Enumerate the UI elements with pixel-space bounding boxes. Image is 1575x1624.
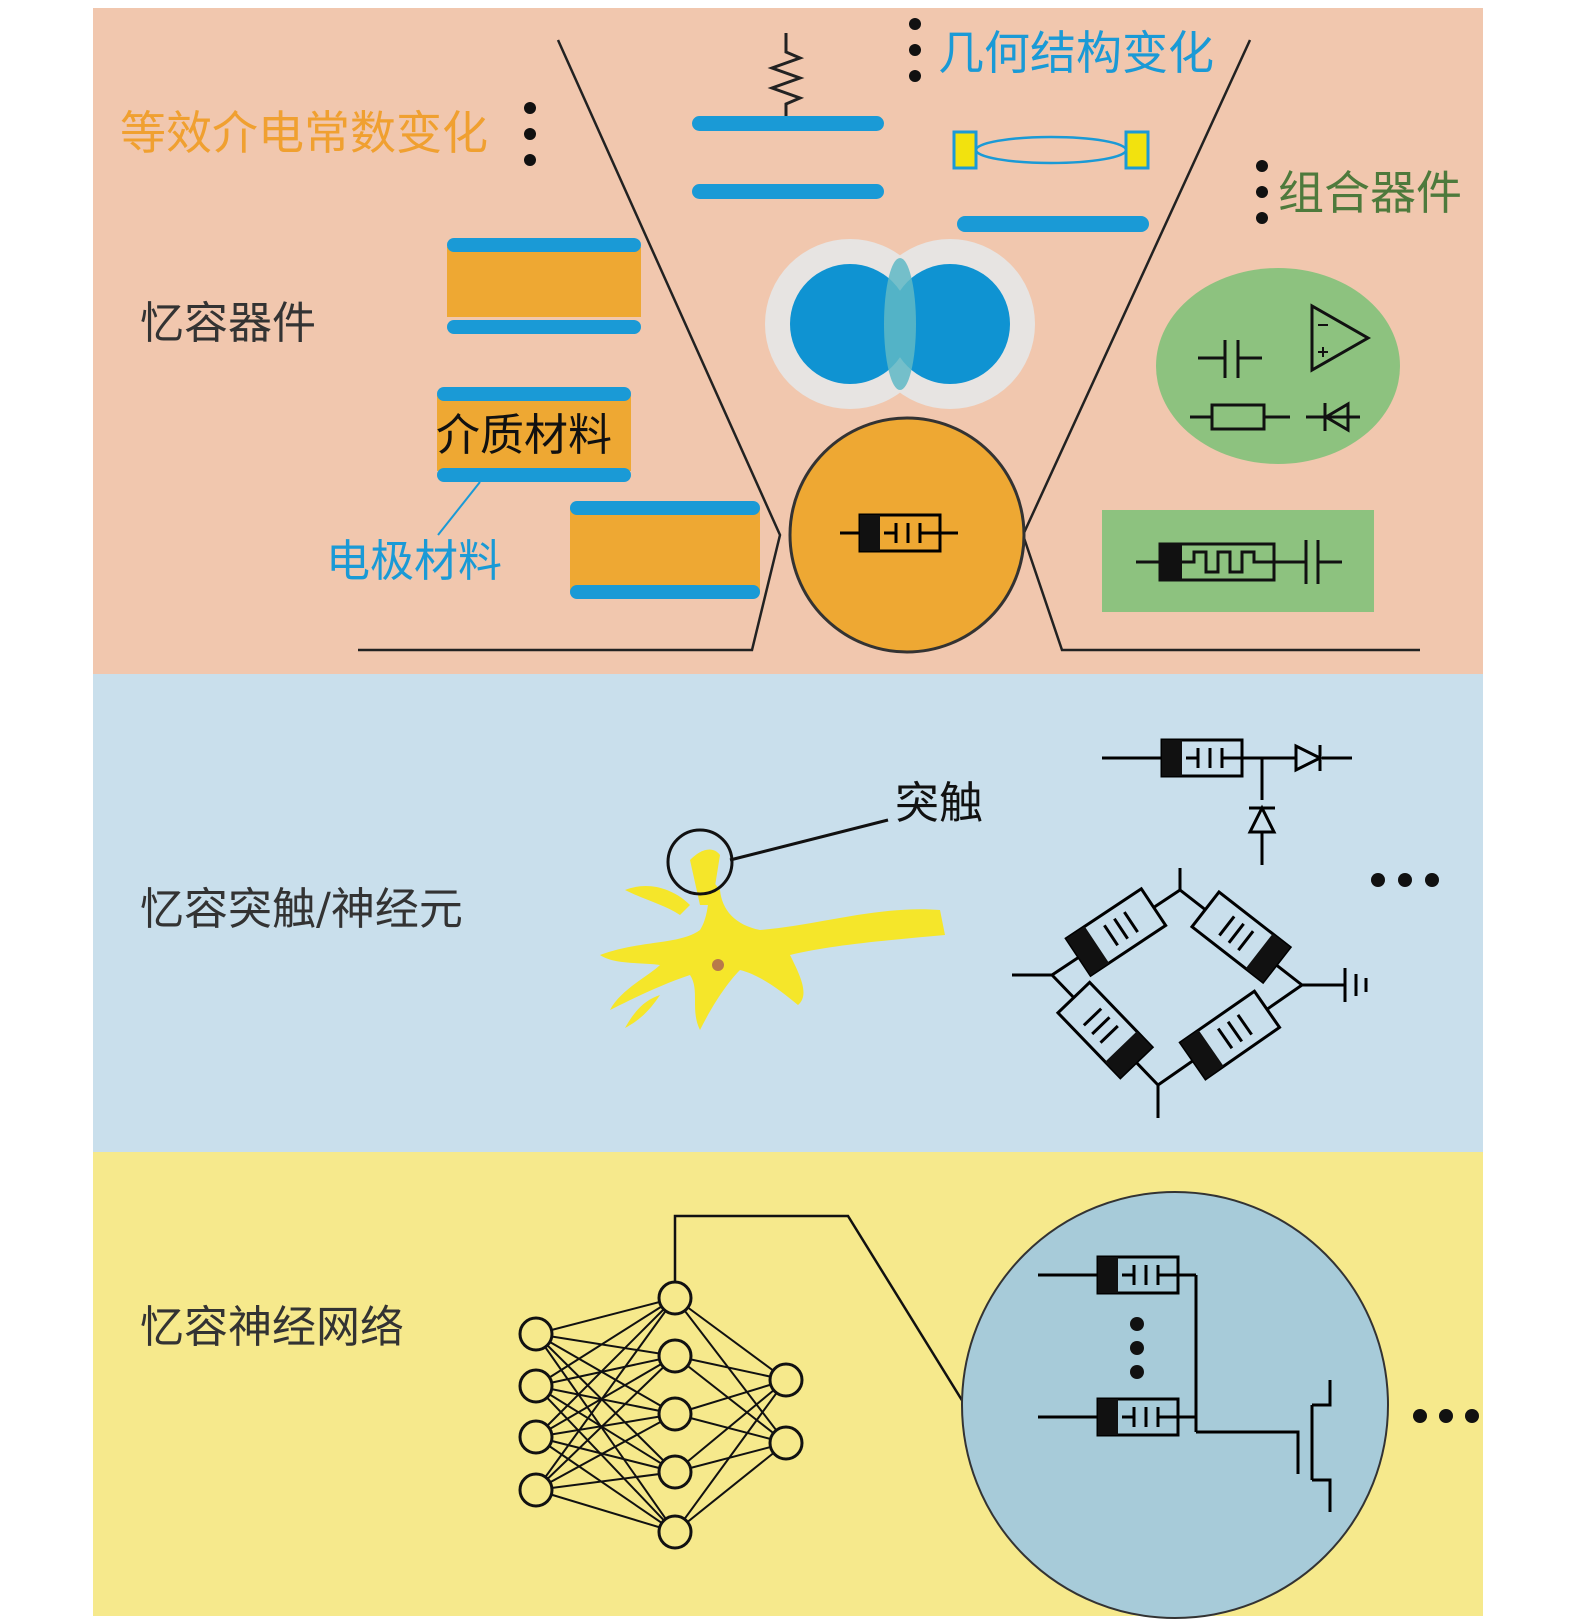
neural-network-panel <box>93 1152 1483 1616</box>
neural-network-panel-title: 忆容神经网络 <box>140 1302 404 1353</box>
electrode-material-label: 电极材料 <box>326 536 502 587</box>
synapse-label: 突触 <box>895 778 983 829</box>
dielectric-material-label: 介质材料 <box>436 410 612 461</box>
device-panel-title: 忆容器件 <box>140 298 316 349</box>
geometric-structure-change-label: 几何结构变化 <box>938 26 1214 80</box>
synapse-neuron-panel-title: 忆容突触/神经元 <box>140 884 463 935</box>
effective-dielectric-change-label: 等效介电常数变化 <box>120 106 488 160</box>
combined-devices-label: 组合器件 <box>1278 166 1462 220</box>
